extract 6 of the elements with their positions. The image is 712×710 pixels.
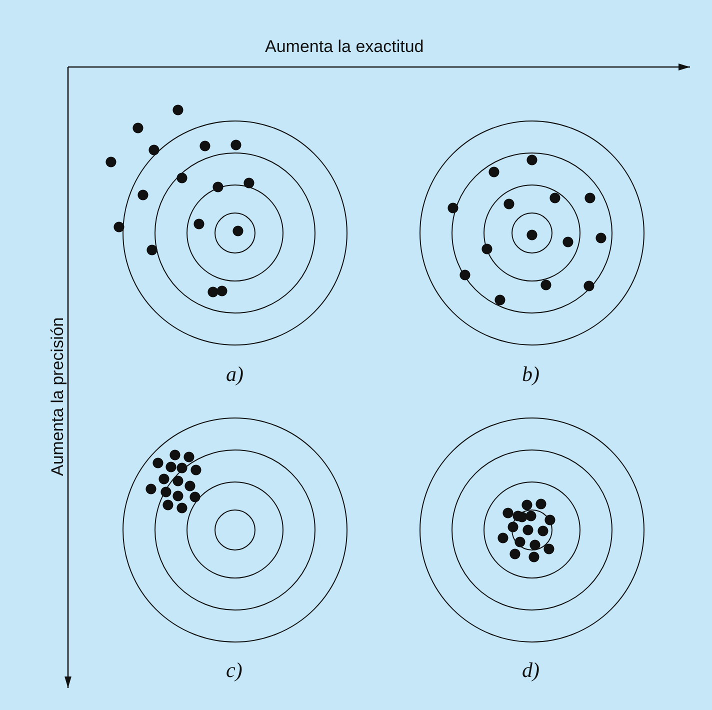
- panel-label: c): [226, 658, 242, 683]
- axis-label: Aumenta la exactitud: [265, 37, 424, 57]
- panel-label: d): [522, 658, 540, 683]
- panel-label: a): [226, 362, 244, 387]
- panel-label: b): [522, 362, 540, 387]
- axis-label: Aumenta la precisión: [48, 317, 68, 476]
